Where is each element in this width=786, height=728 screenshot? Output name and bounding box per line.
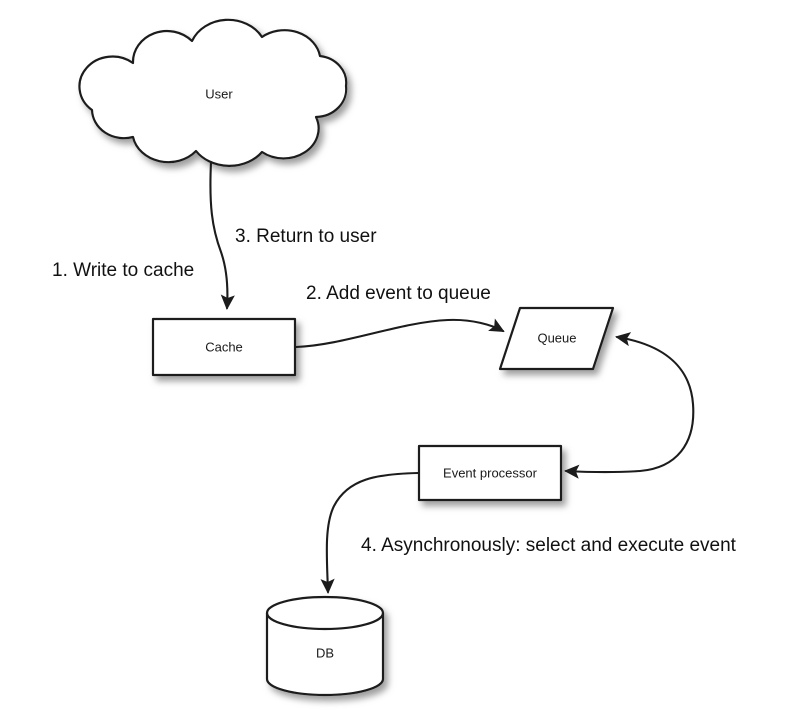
node-event-processor-label: Event processor	[443, 465, 538, 480]
step-label-2: 2. Add event to queue	[306, 283, 491, 304]
edge-cache-to-queue[interactable]	[294, 318, 505, 349]
step-label-4: 4. Asynchronously: select and execute ev…	[361, 535, 737, 556]
node-cache-label: Cache	[205, 339, 243, 354]
node-queue[interactable]: Queue	[498, 306, 615, 371]
node-db[interactable]: DB	[265, 595, 385, 697]
step-label-1: 1. Write to cache	[52, 260, 194, 281]
node-user[interactable]: User	[78, 18, 348, 167]
edge-processor-to-db[interactable]	[320, 471, 420, 594]
node-event-processor[interactable]: Event processor	[417, 444, 563, 502]
node-cache[interactable]: Cache	[151, 317, 297, 377]
node-db-label: DB	[316, 645, 334, 660]
node-queue-label: Queue	[537, 330, 576, 345]
edge-queue-event-processor[interactable]	[564, 332, 695, 479]
node-user-label: User	[205, 86, 233, 101]
step-label-3: 3. Return to user	[235, 226, 377, 247]
edge-user-to-cache[interactable]	[209, 160, 235, 310]
